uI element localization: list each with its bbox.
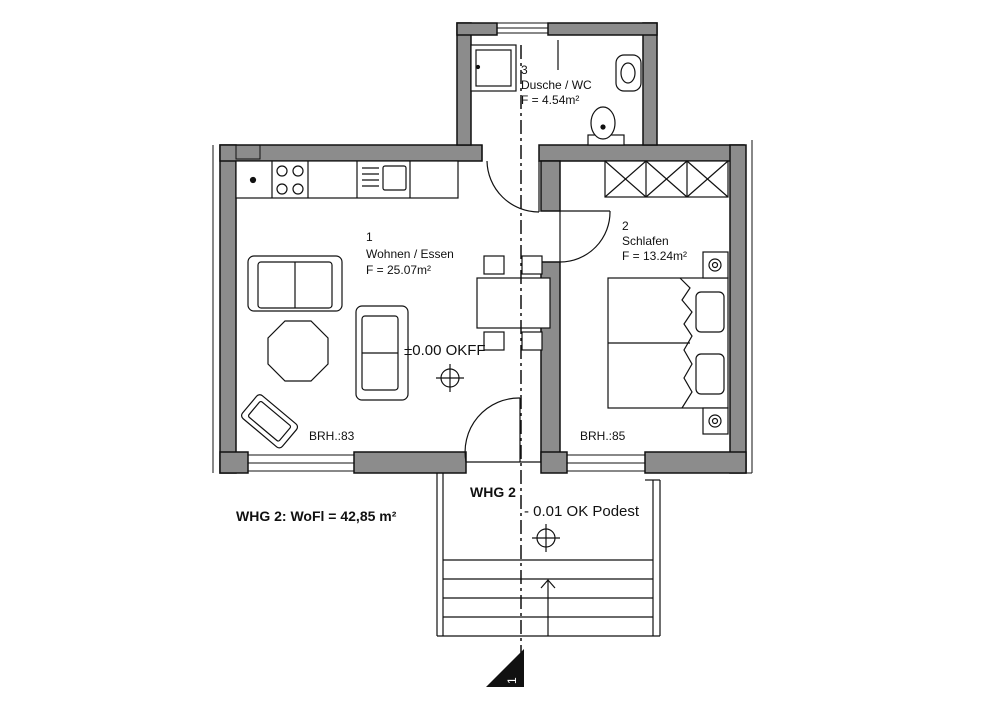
room-2-name: Schlafen: [622, 234, 669, 248]
room-1-name: Wohnen / Essen: [366, 247, 454, 261]
doors: [464, 40, 611, 463]
section-line: [486, 45, 524, 687]
double-bed: [607, 277, 729, 409]
landing-level-label: - 0.01 OK Podest: [524, 503, 640, 520]
wardrobe: [604, 160, 729, 198]
room-1-number: 1: [366, 230, 373, 244]
labels: 1 Wohnen / Essen F = 25.07m² BRH.:83 2 S…: [236, 63, 687, 684]
outer-wall-hatch: [212, 140, 753, 474]
floor-level-label: ±0.00 OKFF: [404, 342, 486, 359]
entrance-door: [464, 397, 541, 463]
unit-label: WHG 2: [470, 484, 516, 500]
room-3-number: 3: [521, 63, 528, 77]
windows: [235, 22, 646, 472]
bedroom-furniture: [604, 160, 729, 435]
living-furniture: [241, 255, 551, 449]
living-area-summary: WHG 2: WoFl = 42,85 m²: [236, 508, 397, 524]
bedroom-door: [559, 210, 611, 263]
entrance-stair: [436, 473, 661, 637]
octagonal-table: [267, 320, 329, 382]
room-1-area: F = 25.07m²: [366, 263, 431, 277]
bathroom-fixtures: [470, 44, 642, 146]
level-marker-landing: [532, 524, 560, 552]
room-2-sill-height: BRH.:85: [580, 429, 626, 443]
room-3-name: Dusche / WC: [521, 78, 592, 92]
dining-set: [476, 255, 551, 351]
section-arrow-marker: [486, 649, 524, 687]
level-markers: [436, 364, 560, 552]
sink: [362, 165, 407, 191]
washbasin: [615, 54, 642, 92]
kitchen: [235, 160, 459, 199]
bathroom-door: [481, 145, 540, 213]
room-2-number: 2: [622, 219, 629, 233]
armchair-sofa: [355, 305, 409, 401]
section-marker-label: 1: [505, 677, 519, 684]
room-2-area: F = 13.24m²: [622, 249, 687, 263]
nightstands: [702, 251, 729, 435]
toilet: [587, 106, 625, 146]
room-3-area: F = 4.54m²: [521, 93, 579, 107]
recliner: [241, 394, 299, 449]
room-1-sill-height: BRH.:83: [309, 429, 355, 443]
level-marker-floor: [436, 364, 464, 392]
sofa: [247, 255, 343, 312]
